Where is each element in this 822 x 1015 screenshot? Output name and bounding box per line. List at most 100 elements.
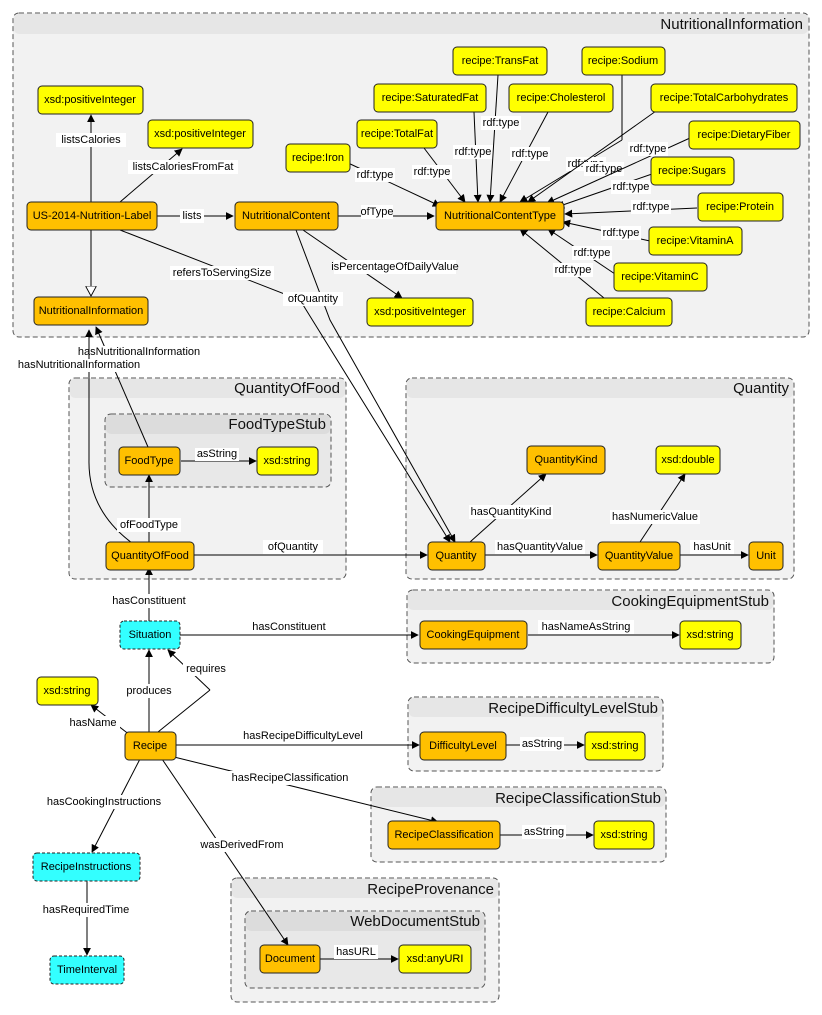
module-title: RecipeClassificationStub <box>495 790 661 807</box>
edge-label: requires <box>186 663 226 675</box>
node-positive-integer-daily[interactable]: xsd:positiveInteger <box>366 297 474 327</box>
node-any-uri[interactable]: xsd:anyURI <box>398 944 472 974</box>
node-cholesterol[interactable]: recipe:Cholesterol <box>508 83 614 113</box>
svg-text:RecipeClassification: RecipeClassification <box>394 829 493 841</box>
svg-text:NutritionalInformation: NutritionalInformation <box>39 305 144 317</box>
svg-text:FoodType: FoodType <box>125 455 174 467</box>
edge-label: hasRecipeClassification <box>232 772 349 784</box>
edge-label: rdf:type <box>483 117 520 129</box>
svg-text:QuantityOfFood: QuantityOfFood <box>111 550 189 562</box>
svg-text:NutritionalContent: NutritionalContent <box>242 210 330 222</box>
edge-has-quantity-kind: hasQuantityKind <box>469 473 553 543</box>
edge-has-name: hasName <box>66 704 131 736</box>
node-cooking-equipment[interactable]: CookingEquipment <box>419 620 528 650</box>
edge-requires: requires <box>157 649 229 733</box>
module-title: WebDocumentStub <box>350 913 480 930</box>
node-sodium[interactable]: recipe:Sodium <box>581 46 666 76</box>
node-iron[interactable]: recipe:Iron <box>285 143 351 173</box>
edge-as-string-difficulty: asString <box>506 737 585 751</box>
edge-label: hasName <box>69 717 116 729</box>
edge-label: rdf:type <box>455 146 492 158</box>
edge-label: hasConstituent <box>252 621 325 633</box>
node-positive-integer-calories[interactable]: xsd:positiveInteger <box>37 85 144 115</box>
node-food-type-string[interactable]: xsd:string <box>256 446 319 476</box>
edge-has-required-time: hasRequiredTime <box>41 881 131 956</box>
node-document[interactable]: Document <box>259 944 321 974</box>
edge-label: ofType <box>360 206 393 218</box>
node-time-interval[interactable]: TimeInterval <box>49 955 125 985</box>
edge-label: refersToServingSize <box>173 267 271 279</box>
node-unit[interactable]: Unit <box>748 541 784 571</box>
node-us-2014-nutrition-label[interactable]: US-2014-Nutrition-Label <box>26 201 158 231</box>
edge-label: listsCalories <box>61 134 121 146</box>
node-recipe[interactable]: Recipe <box>124 731 177 761</box>
node-recipe-instructions[interactable]: RecipeInstructions <box>32 852 141 882</box>
svg-text:recipe:Iron: recipe:Iron <box>292 152 344 164</box>
node-vitamin-c[interactable]: recipe:VitaminC <box>613 262 708 292</box>
edge-rdf-type-cholesterol: rdf:type <box>499 111 550 203</box>
edge-label: hasRecipeDifficultyLevel <box>243 730 363 742</box>
module-title: FoodTypeStub <box>228 416 326 433</box>
node-quantity-of-food[interactable]: QuantityOfFood <box>105 541 195 571</box>
node-recipe-name-string[interactable]: xsd:string <box>36 676 99 706</box>
edge-rdf-type-vitamin-a: rdf:type <box>562 219 651 242</box>
node-saturated-fat[interactable]: recipe:SaturatedFat <box>373 83 487 113</box>
node-protein[interactable]: recipe:Protein <box>697 192 784 222</box>
edge-as-string-classification: asString <box>500 825 594 839</box>
node-recipe-classification[interactable]: RecipeClassification <box>387 820 501 850</box>
node-positive-integer-fat[interactable]: xsd:positiveInteger <box>147 119 254 149</box>
node-nutritional-information[interactable]: NutritionalInformation <box>33 296 149 326</box>
node-xsd-double[interactable]: xsd:double <box>655 445 721 475</box>
svg-text:xsd:positiveInteger: xsd:positiveInteger <box>44 94 136 106</box>
edge-rdf-type-total-fat: rdf:type <box>412 147 466 203</box>
node-sugars[interactable]: recipe:Sugars <box>650 156 735 186</box>
edge-label: listsCaloriesFromFat <box>133 161 234 173</box>
node-quantity-value[interactable]: QuantityValue <box>597 541 681 571</box>
edge-label: lists <box>183 210 202 222</box>
svg-text:QuantityKind: QuantityKind <box>535 454 598 466</box>
node-food-type[interactable]: FoodType <box>118 446 181 476</box>
svg-text:recipe:DietaryFiber: recipe:DietaryFiber <box>698 129 791 141</box>
node-cooking-equipment-string[interactable]: xsd:string <box>679 620 742 650</box>
edge-has-recipe-classification: hasRecipeClassification <box>169 755 439 825</box>
node-total-fat[interactable]: recipe:TotalFat <box>356 119 438 149</box>
edge-has-name-as-string: hasNameAsString <box>528 620 680 639</box>
node-dietary-fiber[interactable]: recipe:DietaryFiber <box>688 120 801 150</box>
node-difficulty-level[interactable]: DifficultyLevel <box>419 731 507 761</box>
edge-has-constituent-food: hasConstituent <box>109 567 189 621</box>
edge-has-numeric-value: hasNumericValue <box>610 473 700 543</box>
module-title: QuantityOfFood <box>234 380 340 397</box>
node-quantity-kind[interactable]: QuantityKind <box>526 445 606 475</box>
svg-text:Unit: Unit <box>756 550 776 562</box>
edge-was-derived-from: wasDerivedFrom <box>161 758 289 946</box>
edge-label: rdf:type <box>574 247 611 259</box>
node-total-carbohydrates[interactable]: recipe:TotalCarbohydrates <box>650 83 798 113</box>
edge-label: hasNameAsString <box>542 621 631 633</box>
node-vitamin-a[interactable]: recipe:VitaminA <box>648 226 743 256</box>
node-classification-string[interactable]: xsd:string <box>593 820 655 850</box>
svg-text:recipe:TotalFat: recipe:TotalFat <box>361 128 433 140</box>
svg-text:xsd:positiveInteger: xsd:positiveInteger <box>374 306 466 318</box>
edge-has-nutritional-information-food: hasNutritionalInformation <box>76 326 200 448</box>
node-calcium[interactable]: recipe:Calcium <box>585 297 673 327</box>
node-situation[interactable]: Situation <box>119 620 181 650</box>
edge-label: rdf:type <box>633 201 670 213</box>
module-title: Quantity <box>733 380 789 397</box>
edge-has-constituent-equipment: hasConstituent <box>180 620 419 639</box>
edge-label: hasNumericValue <box>612 511 698 523</box>
edge-label: hasURL <box>336 946 376 958</box>
node-nutritional-content-type[interactable]: NutritionalContentType <box>435 201 565 231</box>
edge-has-url: hasURL <box>320 945 399 963</box>
svg-text:NutritionalContentType: NutritionalContentType <box>444 210 556 222</box>
svg-text:xsd:string: xsd:string <box>263 455 310 467</box>
edge-lists-calories: listsCalories <box>56 114 126 202</box>
node-nutritional-content[interactable]: NutritionalContent <box>234 201 339 231</box>
node-quantity[interactable]: Quantity <box>427 541 486 571</box>
edge-label: asString <box>197 448 237 460</box>
node-difficulty-string[interactable]: xsd:string <box>584 731 646 761</box>
edge-produces: produces <box>115 649 183 732</box>
svg-text:xsd:string: xsd:string <box>591 740 638 752</box>
module-quantity: Quantity <box>405 377 795 580</box>
node-trans-fat[interactable]: recipe:TransFat <box>452 46 548 76</box>
